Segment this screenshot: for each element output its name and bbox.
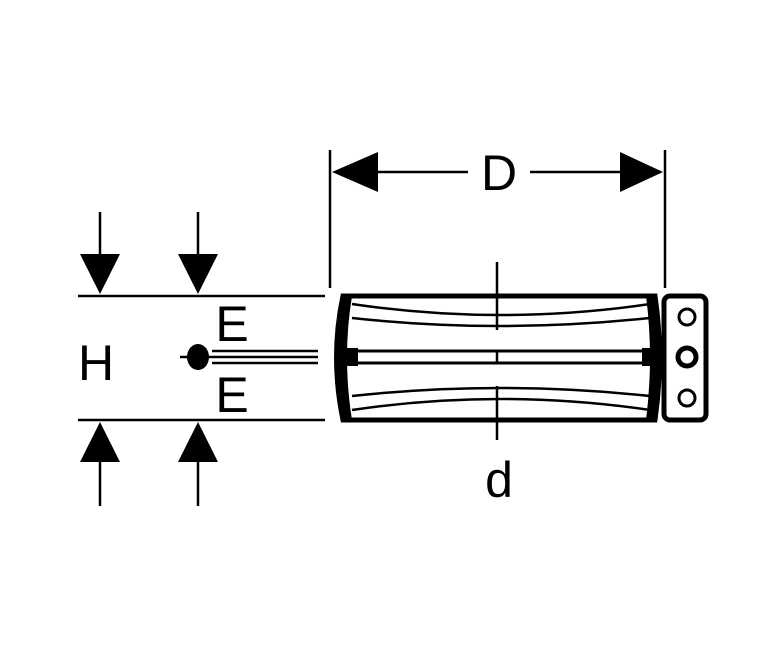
inner-line-1	[351, 302, 651, 317]
arrowhead-left	[332, 152, 378, 192]
label-D: D	[481, 145, 517, 201]
center-bar-cap-left	[346, 348, 358, 366]
center-bar-cap-right	[642, 348, 654, 366]
right-end-band	[646, 296, 660, 420]
end-cap	[661, 293, 709, 423]
h-arrowhead-bottom-right	[178, 422, 218, 462]
center-bar	[352, 349, 650, 365]
end-cap-hole-middle	[675, 345, 699, 369]
label-d: d	[485, 452, 513, 508]
end-cap-hole-bottom	[677, 388, 697, 408]
left-end-band	[336, 296, 352, 420]
label-E-top: E	[215, 296, 248, 352]
dimension-D: D	[328, 145, 667, 288]
electrode-symbol: E E	[180, 296, 318, 423]
inner-line-3	[351, 386, 651, 398]
cylinder-body	[334, 293, 662, 423]
electrode-dot	[187, 344, 209, 370]
inner-line-4	[351, 397, 651, 412]
end-cap-hole-top	[677, 307, 697, 327]
h-arrowhead-bottom-left	[80, 422, 120, 462]
label-E-bottom: E	[215, 367, 248, 423]
h-arrowhead-top-right	[178, 254, 218, 294]
arrowhead-right	[620, 152, 663, 192]
h-arrowhead-top-left	[80, 254, 120, 294]
center-axis: d	[485, 262, 513, 508]
inner-line-2	[351, 316, 651, 328]
dimension-H: H	[78, 212, 218, 506]
label-H: H	[78, 335, 114, 391]
